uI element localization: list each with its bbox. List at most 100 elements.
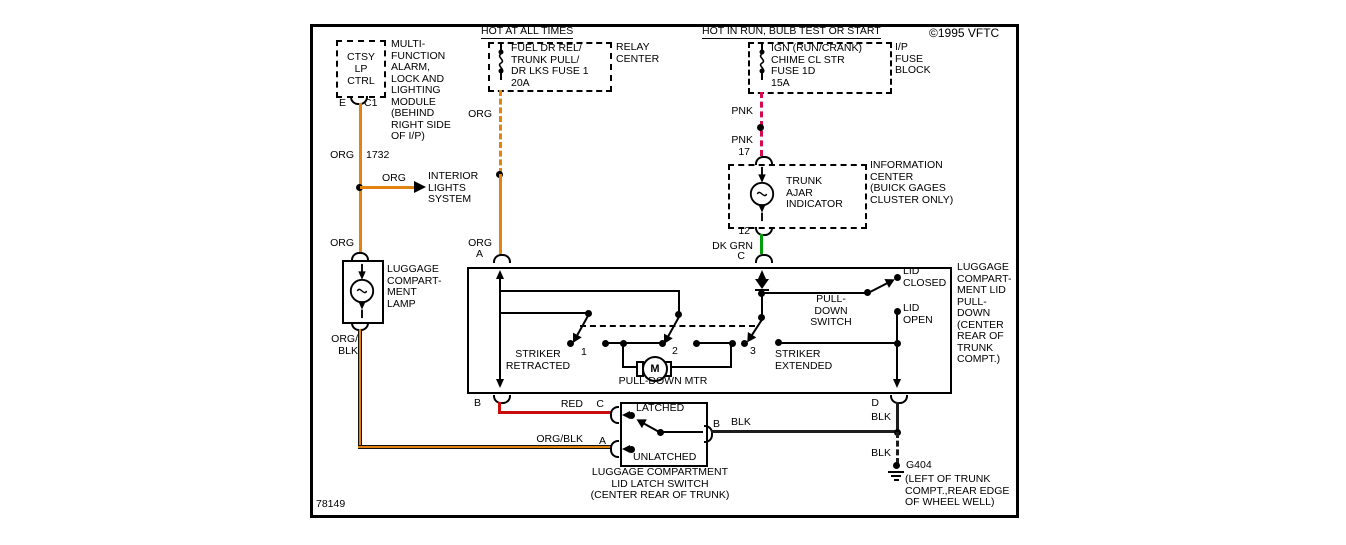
ctsy-module-label: CTSY LP CTRL	[346, 51, 375, 87]
circuit-line	[605, 342, 664, 344]
wire-red-horizontal	[498, 411, 612, 414]
trunk-ajar-bulb-icon	[749, 166, 775, 222]
ip-fuse-block-name: I/P FUSE BLOCK	[895, 41, 931, 76]
circuit-line	[678, 290, 680, 314]
latch-pin-c-connector	[610, 406, 619, 424]
ground-id: G404	[906, 459, 932, 471]
lamp-bulb-icon	[349, 263, 375, 319]
wire-label-org-2: ORG	[382, 172, 406, 184]
circuit-17: 17	[738, 146, 750, 158]
wire-label-blk-3: BLK	[871, 447, 891, 459]
circuit-1732: 1732	[366, 149, 390, 161]
circuit-line	[696, 342, 734, 344]
wire-org-blk-horizontal	[358, 445, 612, 449]
latched-label: LATCHED	[636, 402, 685, 414]
pin-b-connector	[493, 395, 511, 404]
ctsy-pin-e: E	[338, 97, 346, 109]
striker-retracted-label: STRIKER RETRACTED	[505, 348, 571, 372]
ctsy-module-description: MULTI- FUNCTION ALARM, LOCK AND LIGHTING…	[391, 38, 451, 142]
pulldown-motor-icon: M	[642, 356, 668, 382]
wire-label-org-1: ORG	[330, 149, 354, 161]
circuit-line	[623, 366, 639, 368]
switch2-contact	[659, 340, 666, 347]
switch1-contact	[567, 340, 574, 347]
wire-org-fused-solid	[499, 174, 502, 254]
circuit-line	[499, 274, 501, 384]
header-hot-at-all-times: HOT AT ALL TIMES	[481, 25, 574, 39]
unlatched-contact	[628, 446, 635, 453]
contact-dot	[729, 340, 736, 347]
circuit-17-connector	[755, 156, 773, 165]
wire-label-org-4: ORG	[468, 108, 492, 120]
relay-fuse-label: FUEL DR REL/ TRUNK PULL/ DR LKS FUSE 1 2…	[511, 42, 589, 89]
trunk-ajar-indicator-label: TRUNK AJAR INDICATOR	[786, 175, 843, 210]
wire-label-pnk-1: PNK	[731, 105, 753, 117]
junction-dot	[757, 124, 764, 131]
switch-pos2: 2	[672, 345, 678, 357]
ctsy-pin-c1: C1	[364, 97, 378, 109]
junction-dot	[894, 340, 901, 347]
wire-label-org-blk: ORG/BLK	[536, 433, 583, 445]
latch-pin-a-connector	[610, 440, 619, 458]
circuit-line	[762, 292, 866, 294]
switch-gang-link	[580, 325, 755, 327]
ground-location: (LEFT OF TRUNK COMPT.,REAR EDGE OF WHEEL…	[905, 473, 1010, 508]
junction-dot	[356, 184, 363, 191]
wire-red-vertical	[498, 402, 501, 414]
switch-pos1: 1	[581, 346, 587, 358]
lamp-name: LUGGAGE COMPART- MENT LAMP	[387, 263, 442, 310]
circuit-line	[730, 344, 732, 368]
latch-pin-c: C	[596, 398, 604, 410]
diode-icon	[755, 279, 769, 289]
wire-blk-horizontal	[711, 430, 898, 433]
info-center-box	[728, 164, 867, 229]
latch-switch-box	[620, 402, 708, 467]
wire-org-fused-dashed	[499, 90, 502, 174]
pin-c-connector	[755, 254, 773, 263]
pulldown-pin-b: B	[473, 397, 481, 409]
pulldown-switch-label: PULL- DOWN SWITCH	[810, 293, 852, 328]
interior-lights-arrow	[414, 181, 426, 193]
circuit-line	[671, 366, 731, 368]
relay-center-box	[488, 42, 612, 92]
pulldown-pin-d: D	[871, 397, 879, 409]
latch-pin-b: B	[713, 418, 721, 430]
relay-center-name: RELAY CENTER	[616, 41, 660, 65]
ground-icon	[891, 475, 901, 477]
info-center-name: INFORMATION CENTER (BUICK GAGES CLUSTER …	[870, 159, 954, 206]
wire-label-red: RED	[560, 398, 583, 410]
pin-d-connector	[890, 395, 908, 404]
wire-label-org-3: ORG	[330, 237, 354, 249]
wire-dk-grn	[760, 234, 763, 254]
circuit-line	[500, 312, 590, 314]
wire-org-blk-vertical	[358, 329, 362, 448]
circuit-line	[778, 342, 897, 344]
latch-switch-name: LUGGAGE COMPARTMENT LID LATCH SWITCH (CE…	[590, 466, 730, 501]
arrow-down	[893, 379, 901, 388]
pin-a-connector	[493, 254, 511, 263]
lid-closed-label: LID CLOSED	[903, 265, 947, 289]
switch-pos3: 3	[750, 345, 756, 357]
interior-lights-label: INTERIOR LIGHTS SYSTEM	[428, 170, 479, 205]
latched-contact	[628, 412, 635, 419]
circuit-line	[660, 431, 703, 433]
contact-dot	[775, 339, 782, 346]
striker-extended-label: STRIKER EXTENDED	[775, 348, 833, 372]
pulldown-motor-label: PULL-DOWN MTR	[618, 375, 708, 387]
pulldown-pin-a: A	[475, 248, 483, 260]
wire-label-blk-1: BLK	[731, 416, 751, 428]
ground-dot	[893, 462, 900, 469]
ip-fuse-block-box	[748, 42, 892, 94]
arrow-down	[496, 379, 504, 388]
fuse-icon	[498, 43, 504, 80]
diagram-border	[310, 24, 1019, 518]
wire-org-interior-lights	[360, 186, 415, 189]
ground-icon	[888, 471, 904, 473]
wire-org-ctsy	[359, 103, 362, 253]
pulldown-pin-c: C	[737, 250, 745, 262]
contact-dot	[693, 340, 700, 347]
switch3-contact	[741, 340, 748, 347]
wire-label-dk-grn: DK GRN	[712, 240, 753, 252]
circuit-line	[500, 290, 680, 292]
